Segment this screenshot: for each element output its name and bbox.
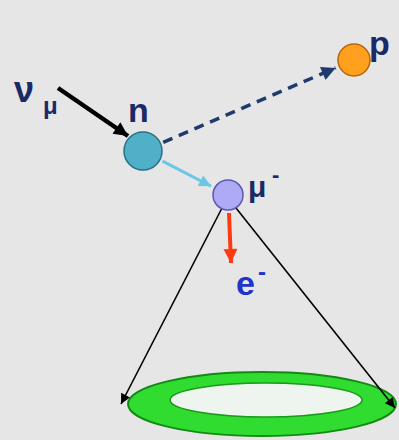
muon-circle: μ- [212, 179, 244, 211]
electron-symbol: e [236, 266, 255, 300]
electron-arrow [229, 213, 231, 263]
dashed-arrow [163, 68, 335, 142]
neutrino-symbol: ν [14, 72, 34, 108]
cyan-arrow [163, 161, 212, 186]
circle-outline [337, 43, 371, 77]
particle-circle [124, 132, 162, 170]
particle-label: p [369, 26, 390, 60]
ring-hole [170, 383, 362, 417]
particle-circle [213, 180, 243, 210]
circle-outline [212, 179, 244, 211]
particle-label: n [128, 93, 149, 127]
particle-label: μ [248, 172, 266, 202]
cherenkov-ring [128, 372, 396, 436]
neutron-circle: n [123, 131, 163, 171]
electron-charge: - [258, 260, 266, 284]
particle-label: - [272, 164, 279, 186]
cone-line [236, 208, 395, 408]
cone-line [121, 208, 222, 404]
circle-outline [123, 131, 163, 171]
proton-circle: p [337, 43, 371, 77]
particle-circle [338, 44, 370, 76]
neutrino-arrow [58, 88, 128, 136]
neutrino-subscript: μ [43, 94, 58, 118]
